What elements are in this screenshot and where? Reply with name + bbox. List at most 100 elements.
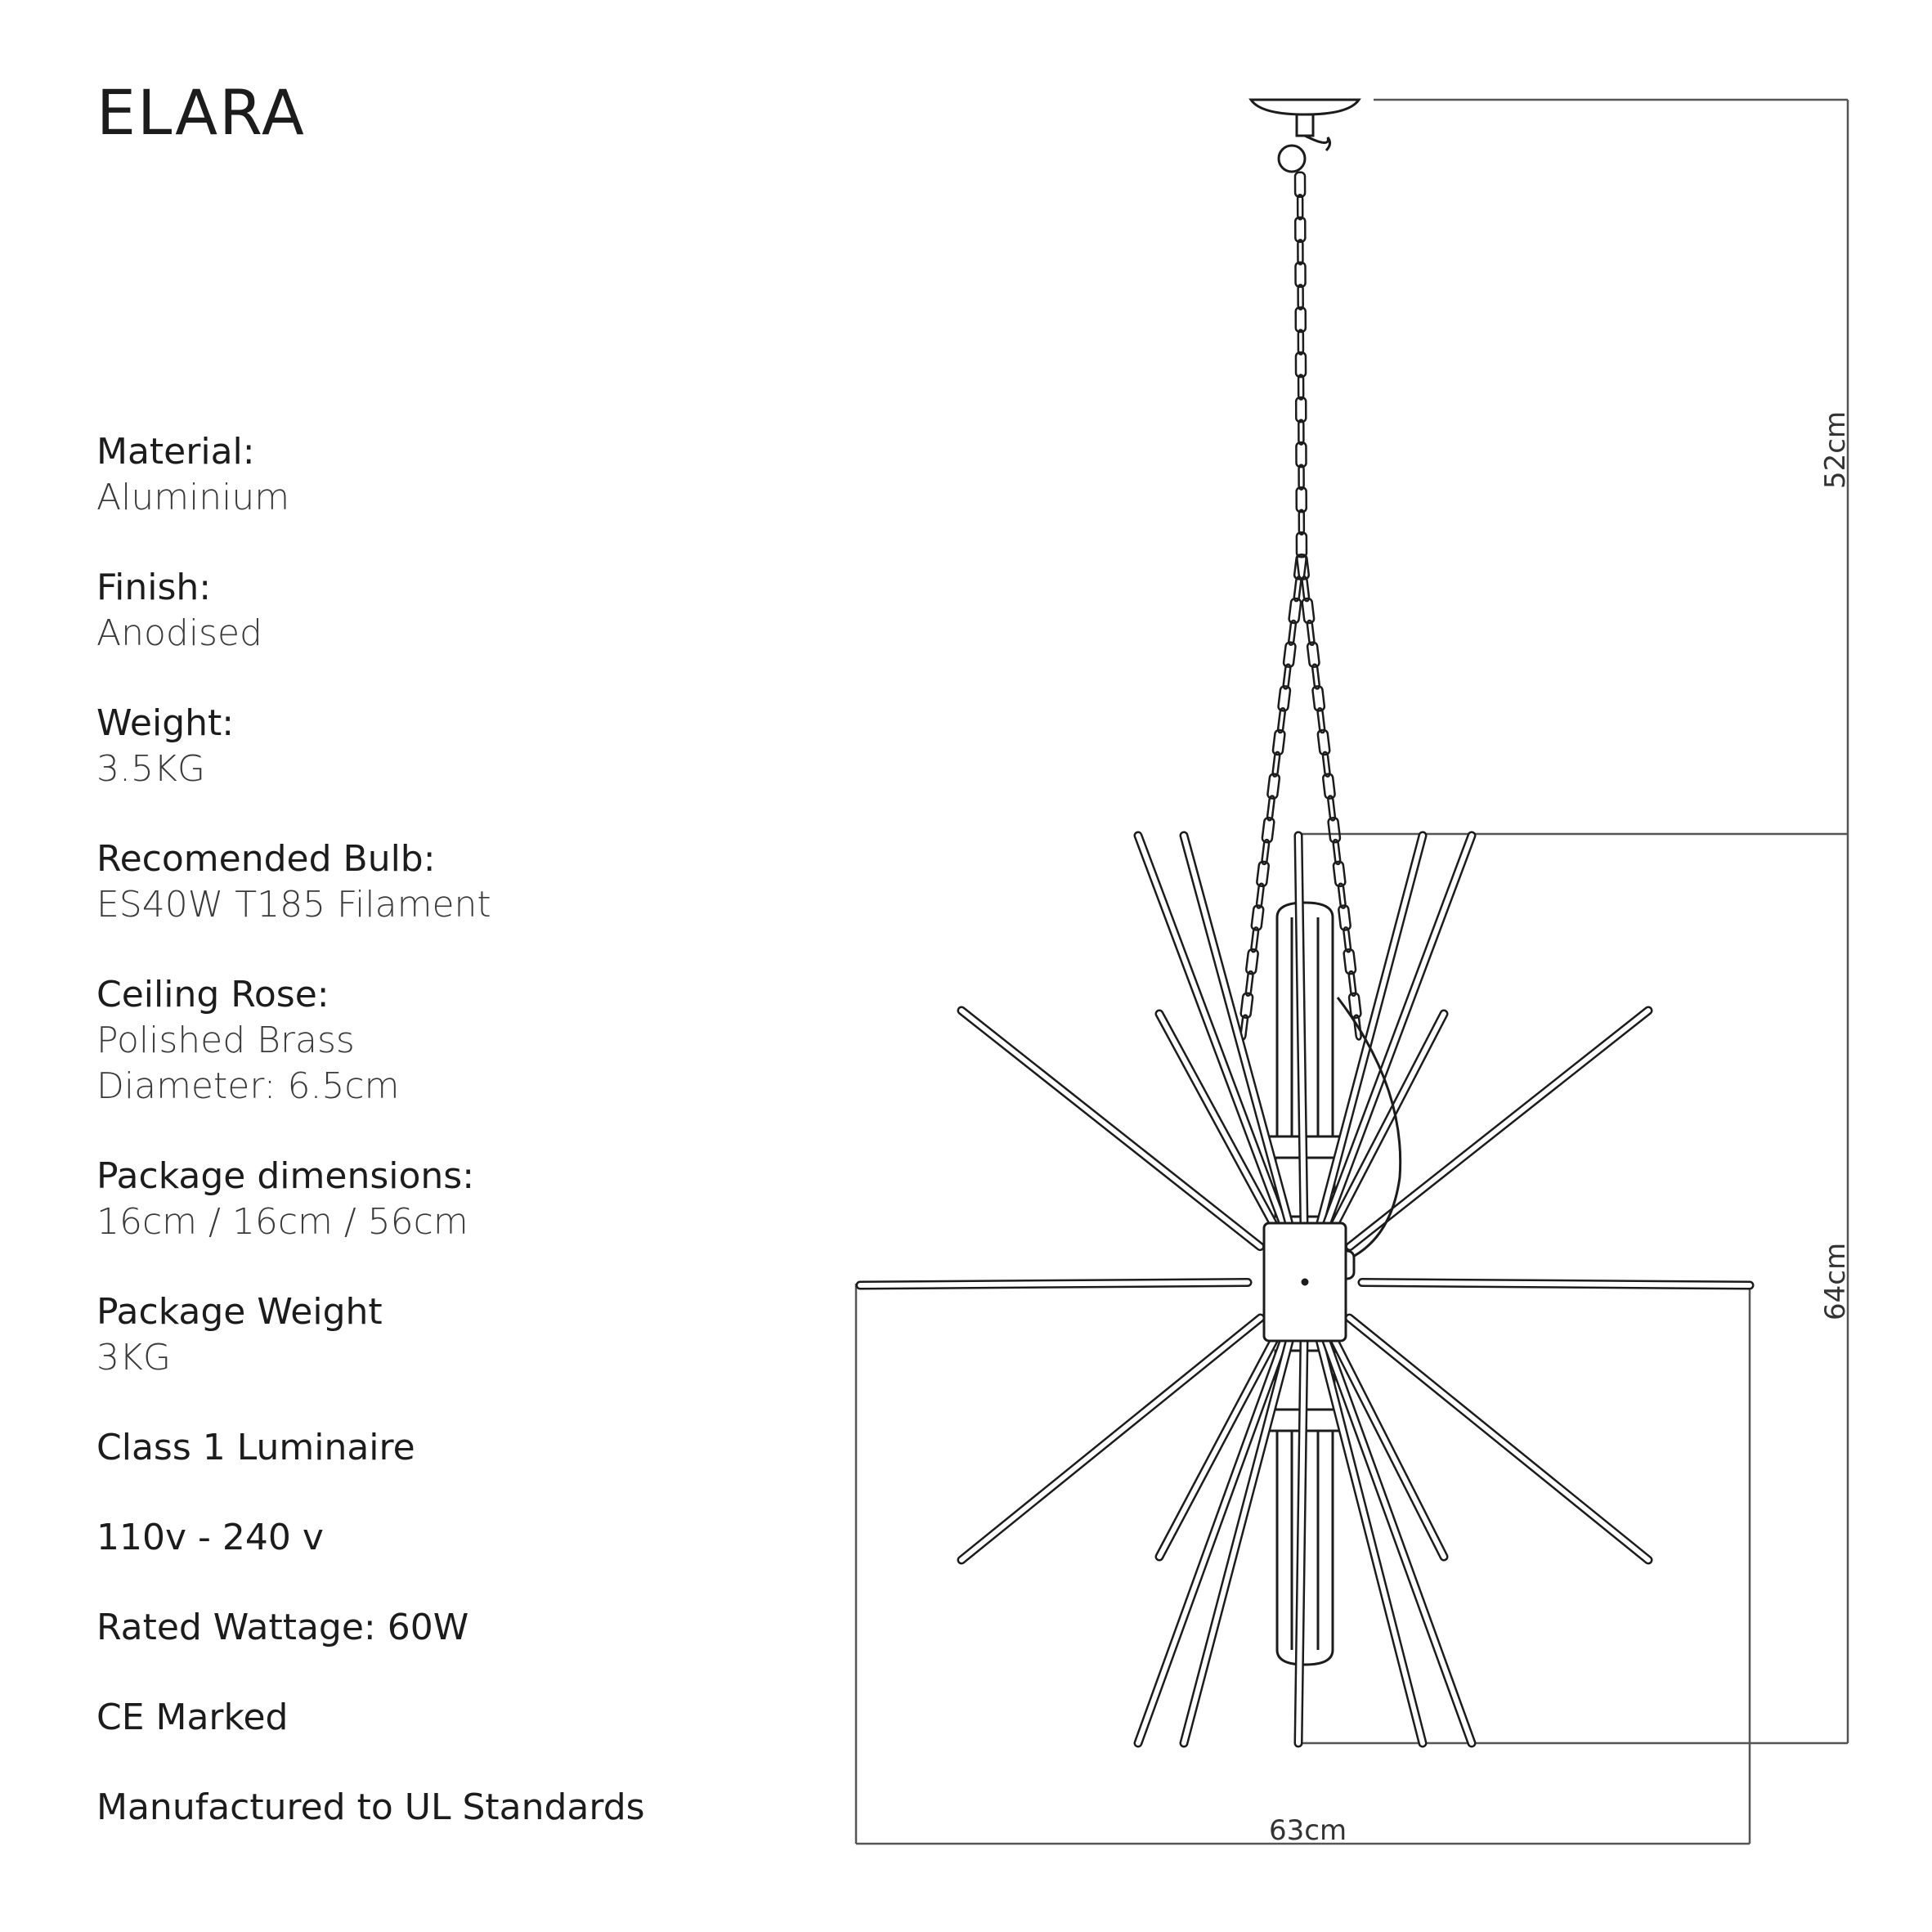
chain-link [1294, 306, 1307, 334]
chain-link [1311, 663, 1320, 690]
spec-value: Diameter: 6.5cm [96, 1065, 400, 1107]
rod-fill [1296, 1336, 1307, 1746]
chain-link [1306, 641, 1320, 668]
rod-fill [1359, 1280, 1752, 1288]
dimension-drop-label: 52cm [1819, 411, 1852, 489]
chain [1239, 171, 1362, 1041]
spec-list: Material: Aluminium Finish: Anodised Wei… [96, 429, 816, 1875]
spec-label: Material: [96, 431, 255, 473]
chain-link [1288, 597, 1302, 625]
chain-link [1250, 904, 1265, 931]
chain-link [1266, 773, 1281, 800]
dimension-width-label: 63cm [1269, 1814, 1347, 1847]
chain-link [1338, 904, 1352, 931]
chain-link [1256, 860, 1270, 888]
dimension-lines [854, 98, 1849, 1845]
chain-link [1298, 419, 1305, 446]
chain-link [1271, 751, 1281, 778]
rod-fill [959, 1008, 1263, 1249]
chain-link [1250, 926, 1260, 953]
rod-fill [1157, 1011, 1280, 1235]
chain-link [1321, 773, 1336, 800]
spec-ce: CE Marked [96, 1697, 289, 1738]
spec-finish: Finish: Anodised [96, 565, 816, 657]
spec-wattage: Rated Wattage: 60W [96, 1607, 469, 1648]
chain-link [1332, 860, 1347, 888]
spec-ceiling-rose: Ceiling Rose: Polished Brass Diameter: 6… [96, 972, 816, 1109]
product-title: ELARA [96, 76, 306, 149]
chain-link [1347, 992, 1362, 1020]
chain-link [1298, 464, 1305, 491]
rod-fill [1316, 1334, 1425, 1746]
chain-link [1295, 441, 1307, 468]
rod-fill [1328, 1330, 1446, 1559]
chain-link [1266, 795, 1275, 822]
chain-link [1282, 641, 1297, 668]
spec-value: Polished Brass [96, 1020, 355, 1061]
chain-link [1301, 597, 1316, 625]
chain-link [1332, 838, 1342, 866]
dimension-height-label: 64cm [1819, 1243, 1852, 1320]
spec-label: Weight: [96, 702, 235, 744]
spec-weight: Weight: 3.5KG [96, 701, 816, 792]
spec-value: 3.5KG [96, 748, 205, 790]
spec-ul: Manufactured to UL Standards [96, 1786, 645, 1828]
rod-fill [1321, 1333, 1474, 1746]
chain-link [1297, 239, 1304, 266]
chain-link [1294, 351, 1307, 379]
power-cable [1330, 997, 1402, 1267]
rod-fill [1347, 1316, 1651, 1562]
chain-link [1306, 619, 1316, 647]
spec-package-weight: Package Weight 3KG [96, 1289, 816, 1381]
spec-value: Anodised [96, 612, 262, 654]
rod-fill [1136, 833, 1288, 1231]
chain-link [1297, 329, 1305, 356]
rods [855, 831, 1755, 1748]
spec-label: Ceiling Rose: [96, 974, 329, 1015]
chain-link [1255, 882, 1265, 909]
chain-link [1327, 795, 1337, 822]
spec-bulb: Recomended Bulb: ES40W T185 Filament [96, 836, 816, 928]
chain-link [1298, 509, 1306, 536]
chain-link [1276, 706, 1286, 734]
rod-fill [858, 1280, 1251, 1288]
spec-label: Recomended Bulb: [96, 838, 436, 880]
central-hub [1262, 1222, 1347, 1343]
chain-link [1297, 374, 1305, 401]
chain-link [1288, 619, 1298, 647]
chain-link [1301, 576, 1311, 603]
chain-link [1277, 685, 1292, 712]
chain-link [1296, 194, 1304, 221]
chain-link [1297, 284, 1304, 311]
chain-link [1321, 751, 1331, 778]
chain-link [1347, 970, 1357, 997]
chain-link [1337, 882, 1347, 909]
spec-package-dimensions: Package dimensions: 16cm / 16cm / 56cm [96, 1154, 816, 1245]
spec-material: Material: Aluminium [96, 429, 816, 521]
spec-label: Package dimensions: [96, 1155, 475, 1197]
rod-fill [1329, 1011, 1446, 1234]
rod-fill [1316, 833, 1425, 1230]
chain-link [1316, 706, 1326, 734]
rod-fill [959, 1316, 1263, 1562]
rod-fill [1136, 1333, 1289, 1746]
chain-link [1293, 171, 1307, 199]
chain-link [1296, 554, 1311, 580]
chain-link [1261, 816, 1275, 844]
chain-link [1244, 970, 1254, 997]
chain-link [1316, 728, 1331, 756]
spec-class: Class 1 Luminaire [96, 1427, 415, 1468]
spec-value: ES40W T185 Filament [96, 884, 491, 926]
spec-value: Aluminium [96, 477, 290, 518]
spec-voltage: 110v - 240 v [96, 1517, 324, 1558]
chain-link [1327, 816, 1342, 844]
rod-fill [1347, 1008, 1651, 1249]
spec-value: 3KG [96, 1337, 171, 1378]
chain-link [1261, 838, 1271, 866]
spec-label: Package Weight [96, 1291, 383, 1333]
chain-link [1295, 486, 1307, 513]
rod-fill [1322, 833, 1474, 1231]
chain-link [1239, 992, 1254, 1020]
chain-link [1343, 948, 1357, 975]
